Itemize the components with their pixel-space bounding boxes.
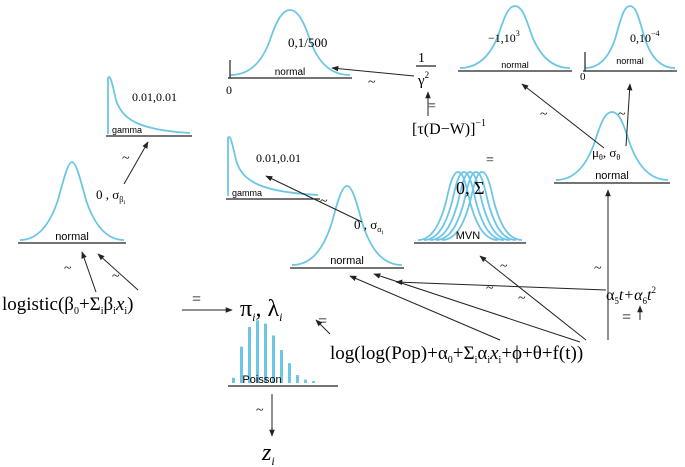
poisson-bar: [240, 346, 243, 383]
normal-mu-prior-label: normal: [501, 60, 529, 70]
time-expression: α5t+α6t2: [606, 285, 656, 306]
normal-sigma-prior-params: 0,10−4: [630, 29, 660, 45]
mvn-node: MVN: [414, 171, 526, 244]
poisson-bar: [264, 323, 267, 383]
poisson-bar: [280, 350, 283, 383]
tilde-mu: ~: [540, 107, 548, 122]
gamma-squared: γ2: [417, 70, 429, 89]
gamma-alpha-prior-params: 0.01,0.01: [256, 151, 301, 165]
normal-sigma-prior-label: normal: [616, 56, 644, 66]
tilde-beta-left: ~: [64, 261, 72, 276]
equals-gamma: =: [428, 99, 436, 114]
tau-expression: [τ(D−W)]−1: [412, 118, 486, 138]
tilde-mvn: ~: [500, 259, 508, 274]
zero-sigma: 0, Σ: [456, 178, 484, 198]
poisson-bar: [248, 326, 251, 383]
poisson-bar: [296, 375, 299, 383]
tilde-alpha-gamma: ~: [320, 194, 328, 209]
tilde-beta-right: ~: [112, 269, 120, 284]
normal-gamma-prior-node: 0,1/500 normal 0: [226, 9, 352, 97]
poisson-bar: [288, 363, 291, 383]
poisson-bars: [232, 320, 315, 383]
gamma-beta-prior-node: 0.01,0.01 gamma: [106, 76, 192, 137]
normal-sigma-prior-zero: 0: [580, 71, 586, 83]
gamma-beta-prior-label: gamma: [112, 125, 142, 135]
tilde-alpha-2: ~: [518, 291, 526, 306]
poisson-bar: [312, 381, 315, 383]
tilde-gamma-normal: ~: [368, 75, 376, 90]
poisson-node: Poisson: [228, 320, 338, 387]
log-expression: log(log(Pop)+α0+Σiαixi+ϕ+θ+f(t)): [330, 343, 583, 366]
logistic-expression: logistic(β0+Σiβixi): [2, 294, 134, 317]
tilde-z: ~: [256, 403, 264, 418]
normal-mu-prior-node: −1,103 normal: [458, 5, 572, 72]
normal-beta-label: normal: [55, 231, 89, 243]
z-output: zi: [261, 440, 275, 467]
tilde-alpha-1: ~: [486, 281, 494, 296]
normal-beta-node: normal: [18, 161, 126, 244]
mu-sigma-theta: μθ, σθ: [592, 145, 620, 162]
normal-mu-prior-params: −1,103: [488, 29, 520, 45]
poisson-bar: [232, 377, 235, 383]
poisson-label: Poisson: [242, 374, 281, 386]
gamma-beta-prior-params: 0.01,0.01: [132, 90, 177, 104]
normal-gamma-prior-zero: 0: [226, 83, 232, 97]
poisson-bar: [272, 335, 275, 383]
normal-gamma-prior-params: 0,1/500: [288, 35, 327, 50]
beta-params: 0 , σβi: [96, 187, 125, 206]
arrows: [81, 65, 643, 437]
pi-lambda: πi, λi: [240, 296, 282, 324]
equals-logistic: =: [192, 291, 201, 308]
normal-theta-node: normal: [554, 111, 670, 184]
normal-alpha-label: normal: [330, 255, 364, 267]
gamma-alpha-prior-node: 0.01,0.01 gamma: [226, 136, 320, 200]
equals-tau: =: [486, 153, 494, 168]
normal-gamma-prior-label: normal: [275, 67, 306, 78]
tilde-sigma: ~: [618, 107, 626, 122]
normal-sigma-prior-node: 0,10−4 normal 0: [580, 5, 677, 83]
tilde-theta: ~: [594, 261, 602, 276]
normal-theta-label: normal: [595, 170, 629, 182]
mvn-label: MVN: [456, 230, 481, 242]
gamma-alpha-prior-label: gamma: [232, 188, 262, 198]
equals-time: =: [622, 309, 631, 326]
one-numerator: 1: [418, 51, 425, 66]
tilde-beta-gamma: ~: [122, 151, 130, 166]
poisson-bar: [304, 379, 307, 383]
normal-alpha-node: normal: [290, 185, 404, 269]
equals-log: =: [318, 313, 327, 330]
poisson-bar: [256, 320, 259, 383]
